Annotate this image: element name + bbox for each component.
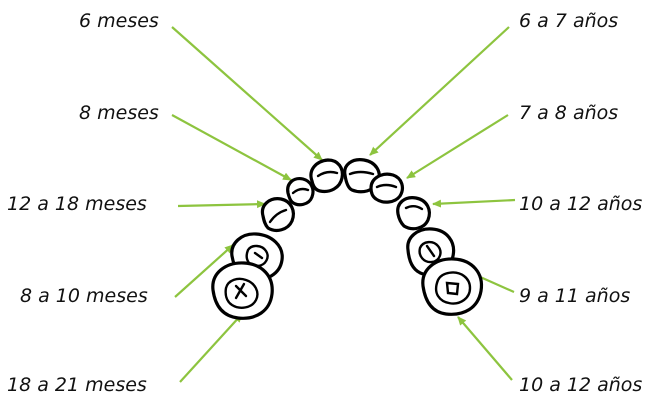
arrow-canine-right (433, 200, 515, 204)
arrow-second-molar-left (180, 314, 242, 382)
arrow-central-incisor-right (370, 27, 509, 155)
label-first-molar-right: 9 a 11 años (519, 285, 630, 307)
tooth-second-molar-right (423, 259, 482, 314)
tooth-lateral-incisor-right (371, 174, 402, 202)
arrow-second-molar-right (458, 317, 512, 380)
label-lateral-incisor-left: 8 meses (79, 102, 159, 124)
tooth-canine-left (262, 199, 293, 231)
label-central-incisor-left: 6 meses (79, 10, 159, 32)
label-first-molar-left: 8 a 10 meses (20, 285, 148, 307)
label-second-molar-right: 10 a 12 años (519, 374, 642, 396)
arrow-central-incisor-left (172, 27, 322, 160)
tooth-central-incisor-left (311, 160, 342, 191)
label-lateral-incisor-right: 7 a 8 años (519, 102, 618, 124)
arrow-lateral-incisor-right (407, 115, 508, 178)
arrow-canine-left (178, 204, 265, 206)
tooth-canine-right (398, 198, 430, 229)
label-second-molar-left: 18 a 21 meses (7, 374, 147, 396)
label-canine-right: 10 a 12 años (519, 193, 642, 215)
tooth-lateral-incisor-left (288, 179, 313, 205)
arrow-lateral-incisor-left (172, 115, 291, 180)
label-canine-left: 12 a 18 meses (7, 193, 147, 215)
label-central-incisor-right: 6 a 7 años (519, 10, 618, 32)
tooth-second-molar-left (213, 263, 272, 318)
